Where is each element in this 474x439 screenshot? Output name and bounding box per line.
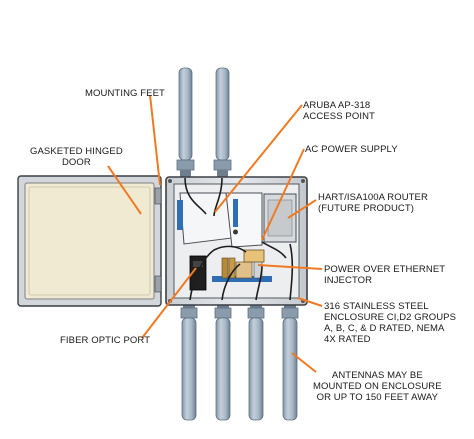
label-mounting-feet-text: MOUNTING FEET [85,88,165,99]
label-enclosure-line4: 4X RATED [324,334,371,345]
label-poe-line1: POWER OVER ETHERNET [324,264,446,275]
leader-access-point [214,104,303,213]
leader-door [107,165,142,215]
label-access-point-line2: ACCESS POINT [303,111,375,122]
din-rail [212,257,272,282]
antenna-top-right [213,67,232,178]
leader-enclosure [297,297,323,307]
label-fiber-port: FIBER OPTIC PORT [60,335,150,346]
leader-mounting-feet [149,94,161,186]
gasketed-hinged-door [17,175,162,307]
label-router-line2: (FUTURE PRODUCT) [318,203,415,214]
label-gasketed-door-line2: DOOR [61,157,91,168]
antenna-top-left [176,67,195,178]
antenna-bottom-1 [180,300,198,421]
label-access-point: ARUBA AP-318 ACCESS POINT [303,100,375,122]
label-ac-power-text: AC POWER SUPPLY [305,144,398,155]
antenna-bottom-3 [247,300,265,421]
leader-router [287,199,317,219]
label-poe-line2: INJECTOR [324,275,373,286]
leader-antennas [291,352,317,373]
label-router: HART/ISA100A ROUTER (FUTURE PRODUCT) [318,192,428,214]
bottom-antennas [180,300,299,421]
label-enclosure: 316 STAINLESS STEEL ENCLOSURE CI,D2 GROU… [324,301,456,345]
antenna-bottom-2 [214,300,232,421]
label-enclosure-line2: ENCLOSURE CI,D2 GROUPS [324,312,457,323]
label-fiber-port-text: FIBER OPTIC PORT [60,335,151,346]
label-ac-power: AC POWER SUPPLY [305,144,398,155]
label-access-point-line1: ARUBA AP-318 [303,100,371,111]
antenna-bottom-4 [281,300,299,421]
leader-fiber [141,267,197,339]
ac-power-supply-unit [225,192,263,248]
label-antennas-line1: ANTENNAS MAY BE [331,370,423,381]
label-gasketed-door-line1: GASKETED HINGED [30,146,123,157]
label-router-line1: HART/ISA100A ROUTER [318,192,428,203]
leader-lines [107,94,323,373]
label-enclosure-line3: A, B, C, & D RATED, NEMA [324,323,445,334]
leader-ac-power [261,148,305,241]
label-antennas-line2: MOUNTED ON ENCLOSURE [313,381,442,392]
label-antennas-line3: OR UP TO 150 FEET AWAY [316,392,439,403]
label-poe: POWER OVER ETHERNET INJECTOR [324,264,445,286]
label-enclosure-line1: 316 STAINLESS STEEL [324,301,429,312]
internal-cables [184,177,294,301]
label-antennas: ANTENNAS MAY BE MOUNTED ON ENCLOSURE OR … [313,370,442,403]
poe-injector [243,249,265,263]
label-mounting-feet: MOUNTING FEET [85,88,165,99]
top-antennas [176,67,232,178]
leader-poe [257,264,323,270]
router-unit [263,193,297,243]
label-gasketed-door: GASKETED HINGED DOOR [30,146,123,168]
